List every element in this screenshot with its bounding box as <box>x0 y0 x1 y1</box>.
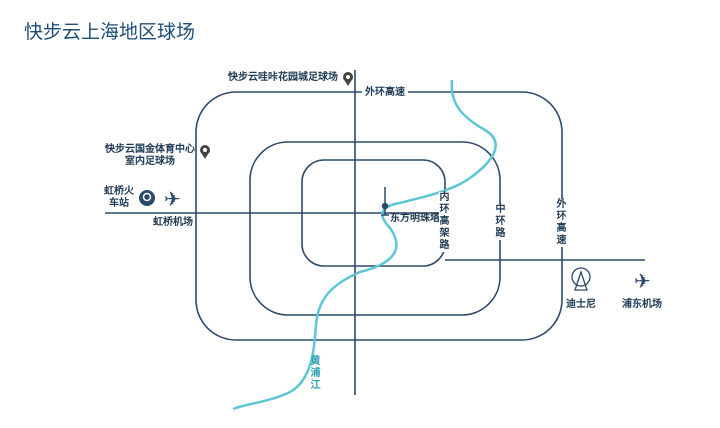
label-disney: 迪士尼 <box>566 299 596 310</box>
train-station-icon <box>139 190 155 206</box>
label-inner-ring: 内环高架路 <box>439 192 450 252</box>
outer-ring-road <box>195 91 563 341</box>
airplane-icon: ✈ <box>634 269 651 293</box>
label-pin2-line1: 快步云国金体育中心 <box>105 144 195 155</box>
label-middle-ring: 中环路 <box>495 204 506 240</box>
label-pudong-airport: 浦东机场 <box>622 299 662 310</box>
ferris-wheel-icon <box>571 267 591 291</box>
label-pearl-tower: 东方明珠塔 <box>390 213 440 224</box>
label-pin1: 快步云哇咔花园城足球场 <box>228 72 338 83</box>
label-outer-right: 外环高速 <box>556 199 567 247</box>
huangpu-river <box>232 79 497 411</box>
label-river: 黄浦江 <box>310 356 321 391</box>
pearl-tower-icon <box>381 187 389 216</box>
map-pin-icon <box>200 145 210 159</box>
label-hq-airport: 虹桥机场 <box>153 217 193 228</box>
airplane-icon: ✈ <box>164 187 181 211</box>
label-outer-top: 外环高速 <box>362 87 408 99</box>
page-title: 快步云上海地区球场 <box>24 21 196 43</box>
middle-ring-road <box>249 141 501 316</box>
label-hq-station: 虹桥火车站 <box>104 186 134 209</box>
label-pin2-line2: 室内足球场 <box>125 156 175 167</box>
map-pin-icon <box>343 72 353 86</box>
